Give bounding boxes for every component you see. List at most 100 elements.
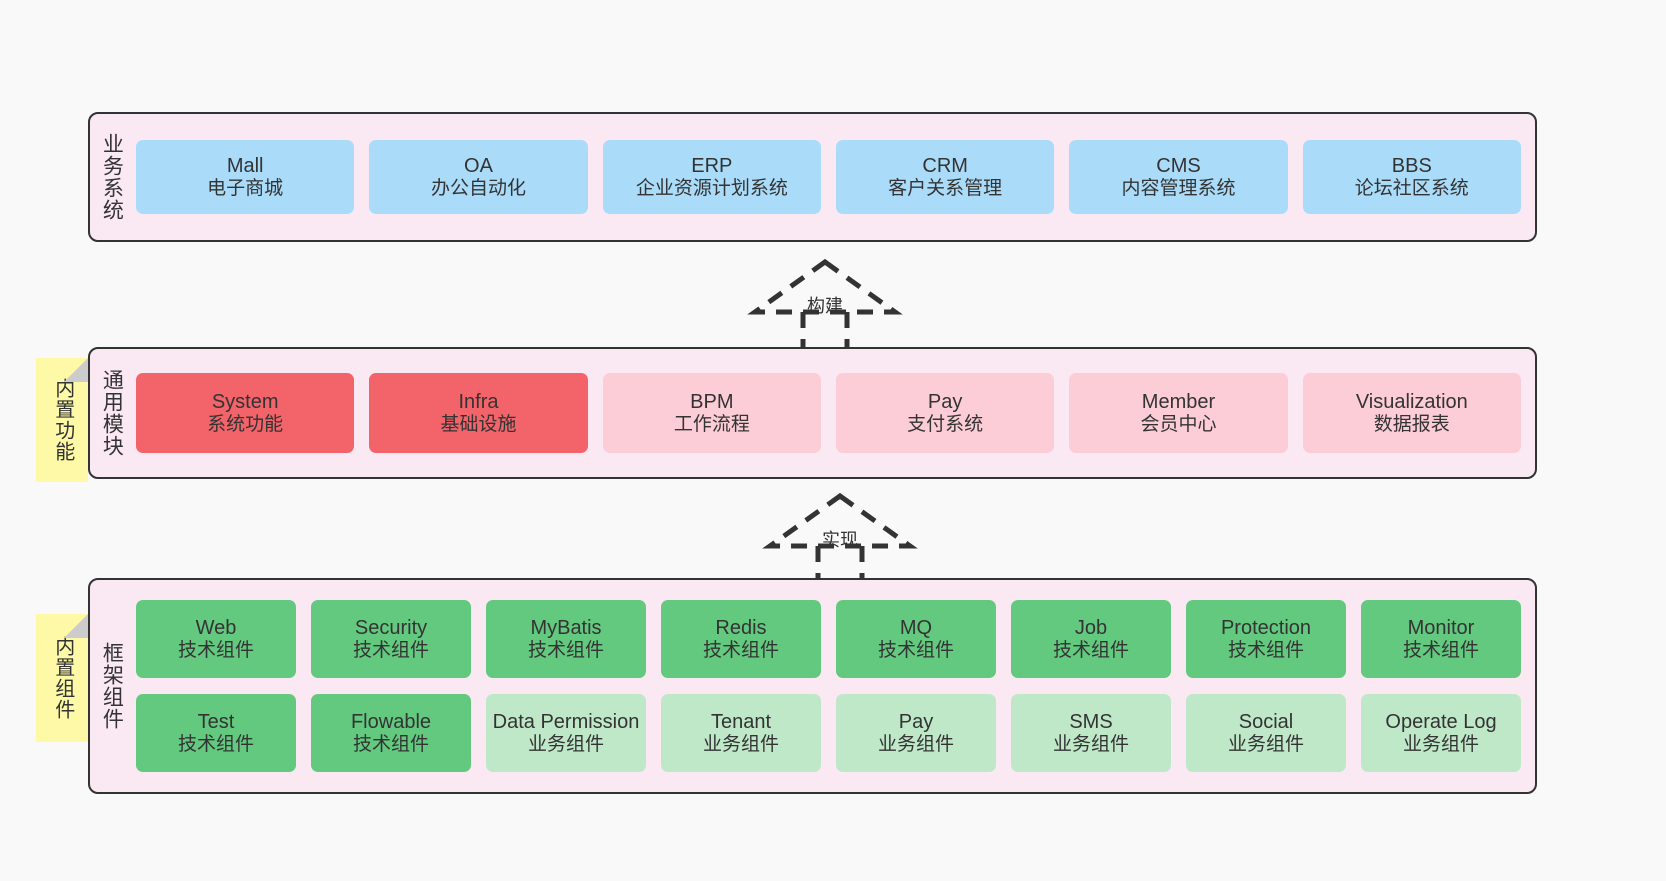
card-subtitle: 基础设施 (440, 413, 517, 435)
card-subtitle: 业务组件 (1052, 733, 1129, 755)
card-cms[interactable]: CMS 内容管理系统 (1069, 140, 1288, 214)
connector-build: 构建 (745, 256, 905, 356)
card-title: Monitor (1407, 616, 1475, 639)
card-monitor[interactable]: Monitor 技术组件 (1361, 600, 1521, 678)
card-data-permission[interactable]: Data Permission 业务组件 (486, 694, 646, 772)
layer-framework-components-label: 框架组件 (100, 642, 124, 730)
card-pay[interactable]: Pay 支付系统 (835, 373, 1055, 453)
card-subtitle: 技术组件 (877, 639, 954, 661)
card-member[interactable]: Member 会员中心 (1069, 373, 1288, 453)
connector-implement: 实现 (760, 490, 920, 590)
card-title: Infra (458, 390, 499, 413)
card-bbs[interactable]: BBS 论坛社区系统 (1302, 140, 1521, 214)
card-erp[interactable]: ERP 企业资源计划系统 (602, 140, 821, 214)
card-title: Redis (715, 616, 767, 639)
card-subtitle: 办公自动化 (430, 177, 526, 199)
card-protection[interactable]: Protection 技术组件 (1186, 600, 1346, 678)
connector-build-label: 构建 (807, 296, 843, 316)
card-mq[interactable]: MQ 技术组件 (836, 600, 996, 678)
card-subtitle: 客户关系管理 (888, 177, 1003, 199)
card-title: BPM (690, 390, 734, 413)
card-title: Test (197, 710, 235, 733)
card-sms[interactable]: SMS 业务组件 (1011, 694, 1171, 772)
card-title: Social (1238, 710, 1294, 733)
card-title: CRM (922, 154, 968, 177)
card-row: System 系统功能 Infra 基础设施 BPM 工作流程 Pay 支付系统… (136, 373, 1521, 453)
card-subtitle: 业务组件 (702, 733, 779, 755)
layer-business-system: 业务系统 Mall 电子商城 OA 办公自动化 ERP 企业资源计划系统 CRM… (88, 112, 1537, 242)
card-row: Web 技术组件 Security 技术组件 MyBatis 技术组件 Redi… (136, 600, 1521, 678)
card-title: ERP (691, 154, 733, 177)
card-title: System (211, 390, 279, 413)
card-test[interactable]: Test 技术组件 (136, 694, 296, 772)
card-title: CMS (1156, 154, 1201, 177)
connector-implement-label: 实现 (822, 530, 858, 550)
card-subtitle: 内容管理系统 (1121, 177, 1236, 199)
note-builtin-functions: 内置功能 (36, 358, 88, 482)
card-title: SMS (1069, 710, 1113, 733)
card-subtitle: 技术组件 (702, 639, 779, 661)
card-operate-log[interactable]: Operate Log 业务组件 (1361, 694, 1521, 772)
card-subtitle: 技术组件 (527, 639, 604, 661)
card-title: Member (1141, 390, 1216, 413)
card-subtitle: 技术组件 (352, 639, 429, 661)
card-subtitle: 技术组件 (177, 733, 254, 755)
layer-common-modules-label: 通用模块 (100, 369, 124, 457)
card-subtitle: 工作流程 (673, 413, 750, 435)
note-label: 内置功能 (51, 378, 74, 462)
card-subtitle: 数据报表 (1373, 413, 1450, 435)
card-subtitle: 企业资源计划系统 (635, 177, 788, 199)
card-mybatis[interactable]: MyBatis 技术组件 (486, 600, 646, 678)
card-subtitle: 业务组件 (1402, 733, 1479, 755)
card-web[interactable]: Web 技术组件 (136, 600, 296, 678)
card-subtitle: 论坛社区系统 (1354, 177, 1469, 199)
card-system[interactable]: System 系统功能 (136, 373, 355, 453)
layer-common-modules: 通用模块 System 系统功能 Infra 基础设施 BPM 工作流程 Pay… (88, 347, 1537, 479)
card-social[interactable]: Social 业务组件 (1186, 694, 1346, 772)
card-title: Security (354, 616, 428, 639)
card-subtitle: 系统功能 (207, 413, 284, 435)
layer-framework-components-body: Web 技术组件 Security 技术组件 MyBatis 技术组件 Redi… (132, 580, 1535, 792)
card-security[interactable]: Security 技术组件 (311, 600, 471, 678)
card-mall[interactable]: Mall 电子商城 (136, 140, 355, 214)
card-title: Data Permission (492, 710, 640, 733)
card-title: MQ (899, 616, 933, 639)
note-builtin-components: 内置组件 (36, 614, 88, 742)
card-row: Test 技术组件 Flowable 技术组件 Data Permission … (136, 694, 1521, 772)
card-title: Mall (226, 154, 264, 177)
card-subtitle: 技术组件 (1052, 639, 1129, 661)
card-visualization[interactable]: Visualization 数据报表 (1302, 373, 1521, 453)
card-bpm[interactable]: BPM 工作流程 (602, 373, 821, 453)
card-subtitle: 电子商城 (207, 177, 284, 199)
card-subtitle: 技术组件 (1402, 639, 1479, 661)
card-redis[interactable]: Redis 技术组件 (661, 600, 821, 678)
layer-common-modules-body: System 系统功能 Infra 基础设施 BPM 工作流程 Pay 支付系统… (132, 349, 1535, 477)
card-tenant[interactable]: Tenant 业务组件 (661, 694, 821, 772)
card-subtitle: 会员中心 (1140, 413, 1217, 435)
card-flowable[interactable]: Flowable 技术组件 (311, 694, 471, 772)
card-infra[interactable]: Infra 基础设施 (369, 373, 588, 453)
card-title: Pay (927, 390, 963, 413)
card-title: Flowable (350, 710, 432, 733)
card-row: Mall 电子商城 OA 办公自动化 ERP 企业资源计划系统 CRM 客户关系… (136, 140, 1521, 214)
card-title: MyBatis (530, 616, 602, 639)
card-subtitle: 业务组件 (527, 733, 604, 755)
card-title: OA (464, 154, 493, 177)
card-title: Protection (1220, 616, 1312, 639)
card-subtitle: 支付系统 (907, 413, 984, 435)
card-title: Job (1074, 616, 1108, 639)
card-subtitle: 技术组件 (352, 733, 429, 755)
card-title: BBS (1391, 154, 1432, 177)
card-title: Operate Log (1385, 710, 1497, 733)
card-subtitle: 业务组件 (1227, 733, 1304, 755)
card-job[interactable]: Job 技术组件 (1011, 600, 1171, 678)
note-label: 内置组件 (51, 636, 74, 720)
layer-business-system-label: 业务系统 (100, 133, 124, 221)
card-pay-component[interactable]: Pay 业务组件 (836, 694, 996, 772)
card-oa[interactable]: OA 办公自动化 (369, 140, 588, 214)
card-title: Tenant (710, 710, 772, 733)
layer-business-system-body: Mall 电子商城 OA 办公自动化 ERP 企业资源计划系统 CRM 客户关系… (132, 114, 1535, 240)
card-title: Web (195, 616, 237, 639)
card-crm[interactable]: CRM 客户关系管理 (835, 140, 1055, 214)
